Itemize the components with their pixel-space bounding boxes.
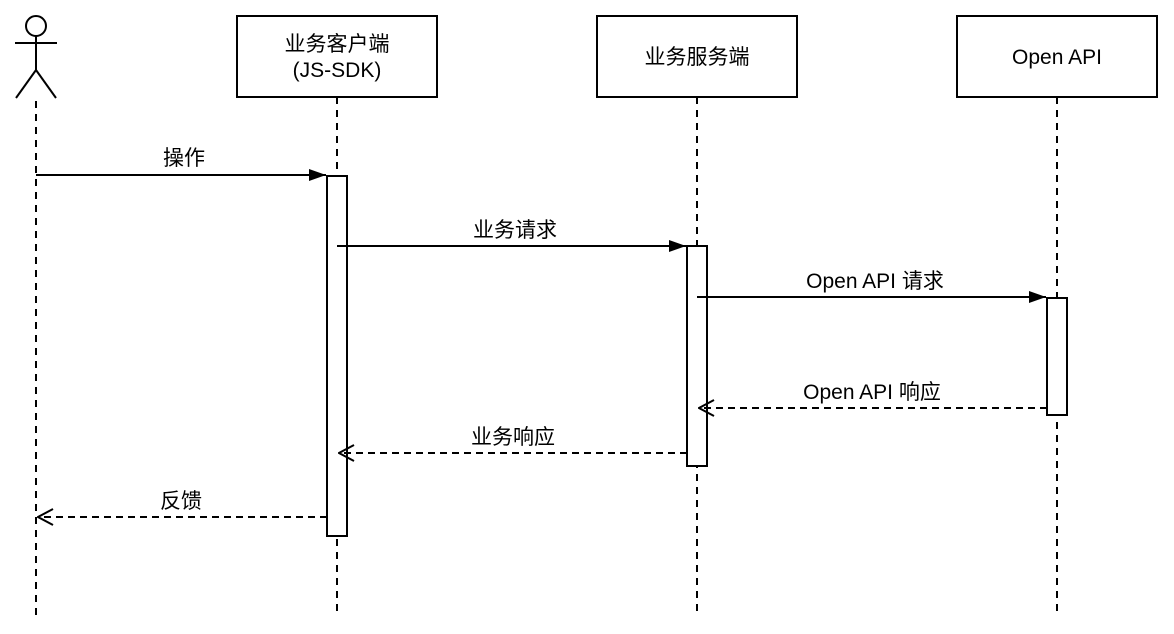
message-label-business-request: 业务请求 <box>473 219 557 242</box>
participant-openapi: Open API <box>956 15 1158 98</box>
participant-openapi-label: Open API <box>1012 46 1102 69</box>
participant-client-label-line2: (JS-SDK) <box>293 59 382 82</box>
participant-client-label-line1: 业务客户端 <box>285 33 390 56</box>
message-label-operate: 操作 <box>163 147 205 170</box>
participant-openapi-box <box>956 15 1158 98</box>
actor-left-leg <box>15 69 37 99</box>
participant-server-label: 业务服务端 <box>645 46 750 69</box>
activation-server <box>686 245 708 467</box>
participant-client-box <box>236 15 438 98</box>
actor-head <box>25 15 47 37</box>
actor-right-leg <box>35 69 57 99</box>
message-label-openapi-request: Open API 请求 <box>806 270 944 293</box>
activation-client <box>326 175 348 537</box>
participant-client: 业务客户端 (JS-SDK) <box>236 15 438 98</box>
message-label-openapi-response: Open API 响应 <box>803 381 941 404</box>
actor-icon <box>15 15 57 99</box>
participant-server: 业务服务端 <box>596 15 798 98</box>
message-label-feedback: 反馈 <box>160 490 202 513</box>
participant-server-box <box>596 15 798 98</box>
message-label-business-response: 业务响应 <box>471 426 555 449</box>
activation-openapi <box>1046 297 1068 416</box>
